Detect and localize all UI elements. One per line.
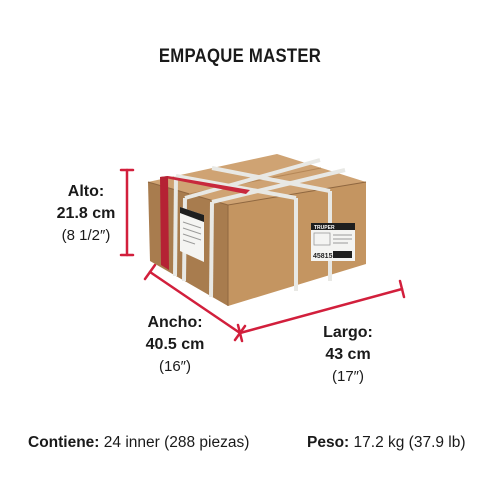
red-tape (160, 176, 250, 194)
cardboard-box: TRUPER 45815 (147, 154, 367, 306)
alto-label: Alto: (67, 183, 105, 200)
largo-imperial: (17″) (332, 368, 364, 385)
box-right-label: TRUPER 45815 (311, 223, 355, 261)
weight-value: 17.2 kg (37.9 lb) (349, 434, 466, 451)
alto-imperial: (8 1/2″) (61, 227, 111, 244)
contents-label: Contiene: (28, 434, 100, 451)
box-label-brand: TRUPER (314, 225, 335, 231)
height-dimension-line (119, 168, 135, 257)
length-dimension-line (236, 279, 406, 343)
box-label-code: 45815 (313, 253, 333, 260)
ancho-label: Ancho: (147, 314, 203, 331)
dimension-alto: Alto: 21.8 cm (8 1/2″) (46, 181, 126, 247)
largo-label: Largo: (323, 324, 373, 341)
dimension-largo: Largo: 43 cm (17″) (312, 322, 384, 388)
contents-value: 24 inner (288 piezas) (99, 434, 250, 451)
contents-info: Contiene: 24 inner (288 piezas) (28, 434, 249, 452)
alto-metric: 21.8 cm (56, 205, 116, 222)
weight-label: Peso: (307, 434, 350, 451)
ancho-metric: 40.5 cm (145, 336, 205, 353)
page-title: EMPAQUE MASTER (158, 46, 322, 67)
largo-metric: 43 cm (325, 346, 371, 363)
box-left-label (180, 207, 204, 262)
weight-info: Peso: 17.2 kg (37.9 lb) (307, 434, 466, 452)
dimension-ancho: Ancho: 40.5 cm (16″) (130, 312, 220, 378)
ancho-imperial: (16″) (159, 358, 191, 375)
